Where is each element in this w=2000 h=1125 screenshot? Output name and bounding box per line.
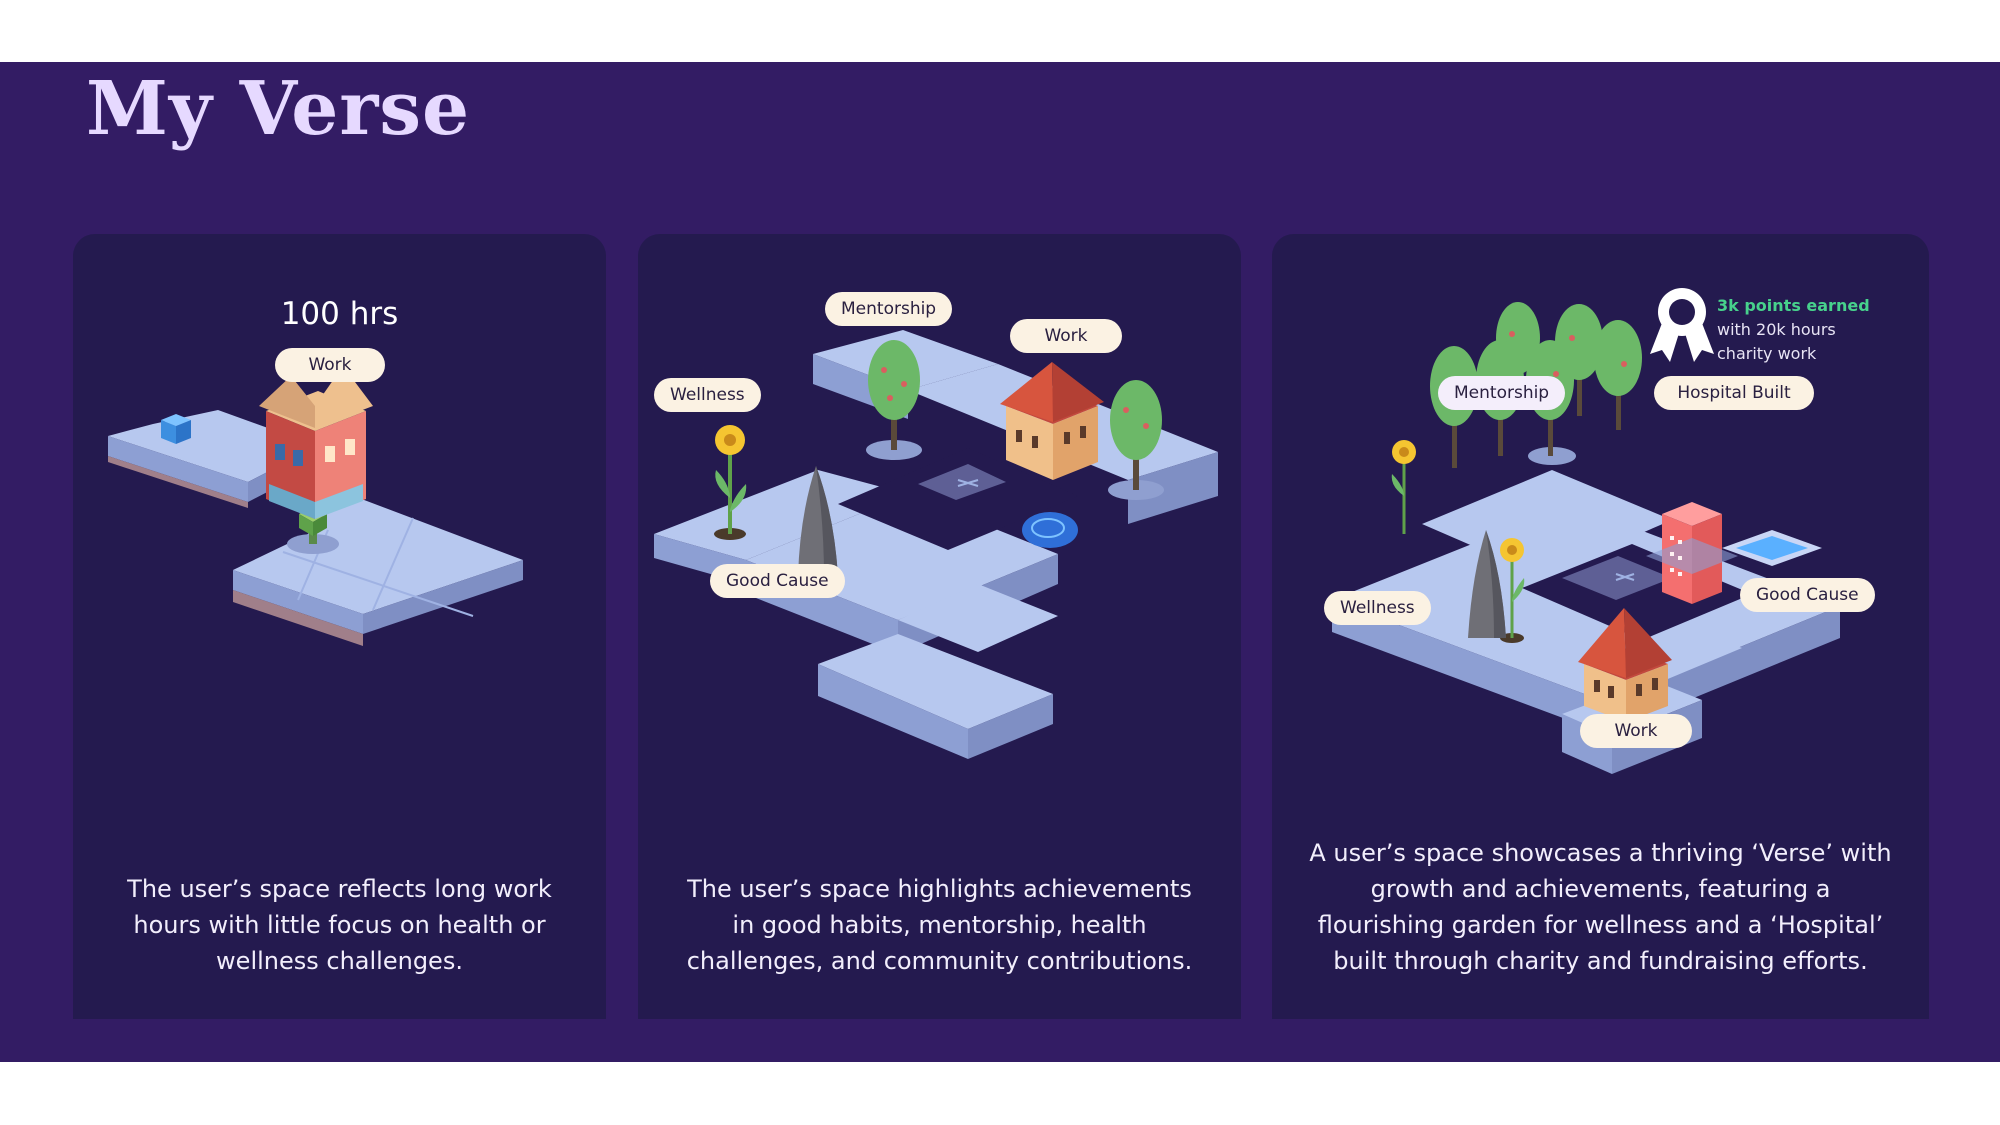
- sunflower-icon: [714, 425, 747, 540]
- label-wellness[interactable]: Wellness: [1324, 591, 1431, 625]
- tree-icon: [1594, 320, 1642, 430]
- verse-card-thriving[interactable]: 3k points earned with 20k hours charity …: [1272, 234, 1929, 1019]
- pool-icon: [1722, 530, 1822, 566]
- page-title: My Verse: [86, 66, 471, 152]
- label-mentorship[interactable]: Mentorship: [825, 292, 953, 326]
- label-wellness[interactable]: Wellness: [654, 378, 761, 412]
- card-description: A user’s space showcases a thriving ‘Ver…: [1309, 839, 1892, 975]
- label-work[interactable]: Work: [1580, 714, 1692, 748]
- award-caption: charity work: [1717, 344, 1817, 363]
- sunflower-icon: [1500, 538, 1525, 643]
- label-hospital-built[interactable]: Hospital Built: [1654, 376, 1814, 410]
- award-summary: 3k points earned with 20k hours charity …: [1717, 294, 1917, 366]
- hospital-icon: [1646, 502, 1738, 604]
- label-good-cause[interactable]: Good Cause: [1740, 578, 1875, 612]
- tree-icon: [866, 340, 922, 460]
- isometric-scene-basic: [108, 366, 523, 646]
- award-points: 3k points earned: [1717, 296, 1870, 315]
- verse-card-balanced[interactable]: Mentorship Work Wellness Good Cause The …: [638, 234, 1241, 1019]
- label-good-cause[interactable]: Good Cause: [710, 564, 845, 598]
- cube-icon: [161, 414, 191, 444]
- award-ribbon-icon: [1650, 288, 1714, 362]
- verse-card-basic[interactable]: 100 hrs Work The user’s space reflects l…: [73, 234, 606, 1019]
- tile-platform-right: [233, 492, 523, 646]
- sunflower-icon: [1391, 440, 1416, 534]
- work-house-icon: [1578, 608, 1672, 722]
- work-house-icon: [1000, 362, 1104, 480]
- rock-icon: [798, 466, 838, 576]
- hours-count: 100 hrs: [280, 296, 399, 332]
- award-hours: with 20k hours: [1717, 320, 1836, 339]
- work-house-icon: [259, 366, 373, 519]
- label-work[interactable]: Work: [1010, 319, 1122, 353]
- pond-icon: [1022, 512, 1078, 548]
- label-mentorship[interactable]: Mentorship: [1438, 376, 1566, 410]
- card-description: The user’s space reflects long work hour…: [127, 875, 552, 975]
- rock-icon: [1468, 530, 1506, 638]
- card-description: The user’s space highlights achievements…: [686, 875, 1193, 975]
- label-work[interactable]: Work: [275, 348, 385, 382]
- tree-icon: [1108, 380, 1164, 500]
